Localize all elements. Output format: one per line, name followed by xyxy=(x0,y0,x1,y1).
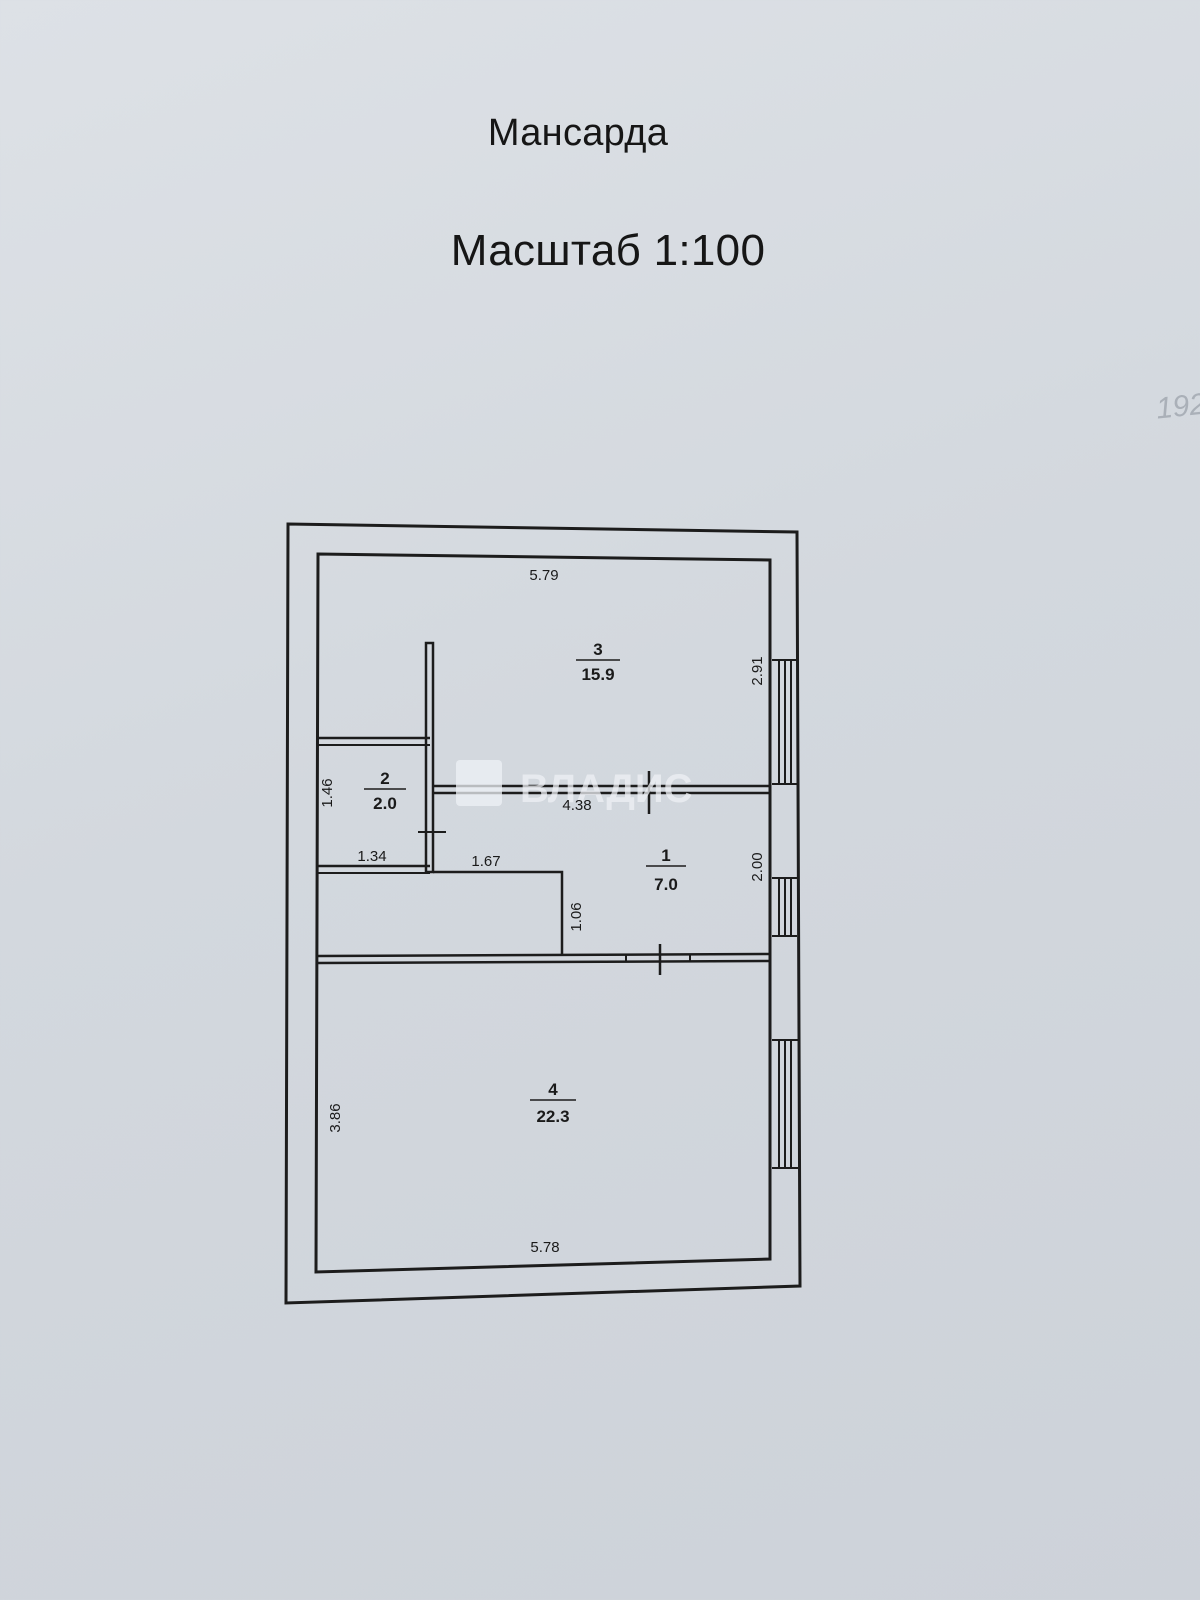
outer-wall xyxy=(284,522,802,1305)
dim-partition-length: 4.38 xyxy=(562,797,591,814)
dim-bottom-width: 5.78 xyxy=(530,1239,559,1256)
window-room4 xyxy=(772,1039,798,1169)
room-area: 15.9 xyxy=(581,665,614,684)
room-number: 1 xyxy=(661,846,670,865)
plan-title: Мансарда xyxy=(487,112,669,154)
closet-partition xyxy=(424,641,435,874)
room-number: 4 xyxy=(548,1080,558,1099)
room-label-1: 1 7.0 xyxy=(646,846,686,894)
room-area: 2.0 xyxy=(373,794,397,813)
window-room3 xyxy=(772,659,797,785)
room-label-4: 4 22.3 xyxy=(530,1080,576,1126)
dim-room2-width: 1.34 xyxy=(357,848,386,865)
stair-block xyxy=(433,870,564,956)
dim-corridor-width: 1.67 xyxy=(471,853,500,870)
dim-room4-height: 3.86 xyxy=(327,1103,344,1132)
plan-scale: Масштаб 1:100 xyxy=(450,226,766,275)
room-number: 2 xyxy=(380,769,389,788)
inner-wall xyxy=(314,552,772,1274)
dim-stair-depth: 1.06 xyxy=(568,902,585,931)
window-room1 xyxy=(772,877,797,937)
watermark: ВЛАДИС xyxy=(456,760,692,811)
room-label-2: 2 2.0 xyxy=(364,769,406,813)
watermark-logo-icon xyxy=(456,760,502,806)
room-label-3: 3 15.9 xyxy=(576,640,620,684)
watermark-text: ВЛАДИС xyxy=(520,767,692,811)
dim-top-width: 5.79 xyxy=(529,567,558,584)
dim-room1-height: 2.00 xyxy=(749,852,766,881)
room-number: 3 xyxy=(593,640,602,659)
partition-room4 xyxy=(317,952,771,958)
room-area: 7.0 xyxy=(654,875,678,894)
dim-room3-height: 2.91 xyxy=(749,656,766,685)
room-area: 22.3 xyxy=(536,1107,569,1126)
dim-room2-height: 1.46 xyxy=(319,778,336,807)
